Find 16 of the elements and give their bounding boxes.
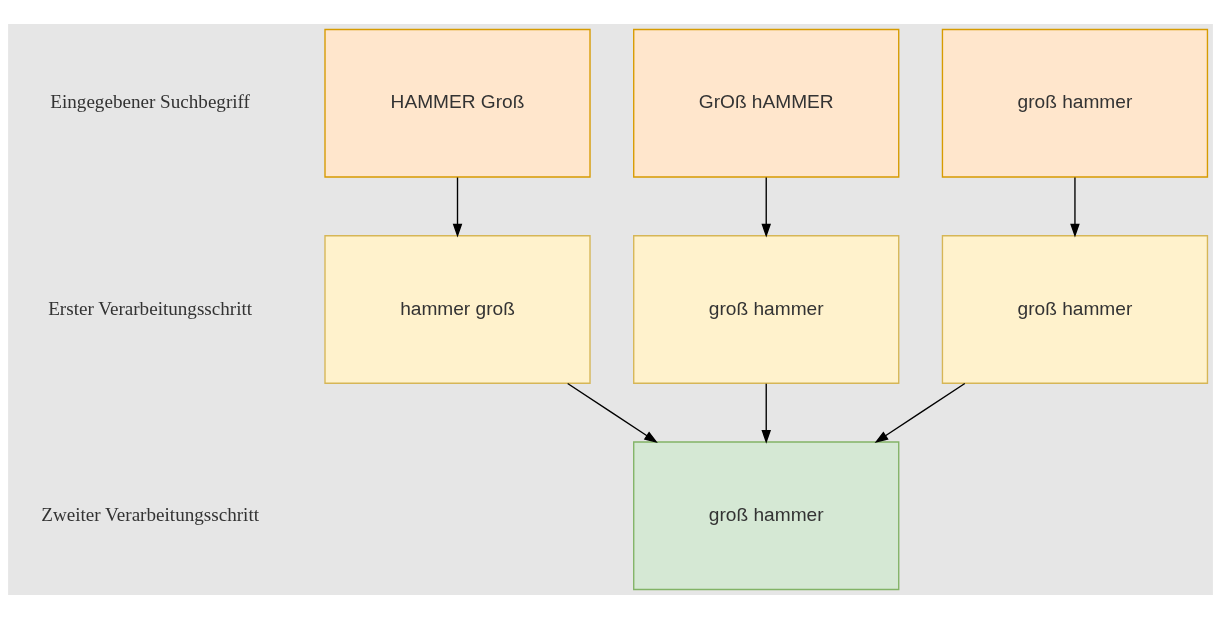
- label: Zweiter Verarbeitungsschritt: [41, 503, 260, 525]
- node-box: groß hammer: [941, 234, 1209, 384]
- node-box: GrOß hAMMER: [633, 28, 900, 178]
- node-box: hammer groß: [324, 234, 591, 384]
- node-box: HAMMER Groß: [324, 28, 591, 178]
- node-box: groß hammer: [941, 28, 1209, 178]
- node-box: groß hammer: [633, 234, 900, 384]
- arrow: [452, 176, 463, 237]
- arrow: [1070, 176, 1080, 237]
- arrow: [761, 176, 771, 237]
- node-box: groß hammer: [633, 440, 900, 590]
- arrow: [566, 382, 658, 443]
- arrow: [874, 382, 966, 443]
- label: Erster Verarbeitungsschritt: [48, 297, 253, 319]
- arrow: [761, 382, 771, 444]
- label: Eingegebener Suchbegriff: [50, 90, 250, 112]
